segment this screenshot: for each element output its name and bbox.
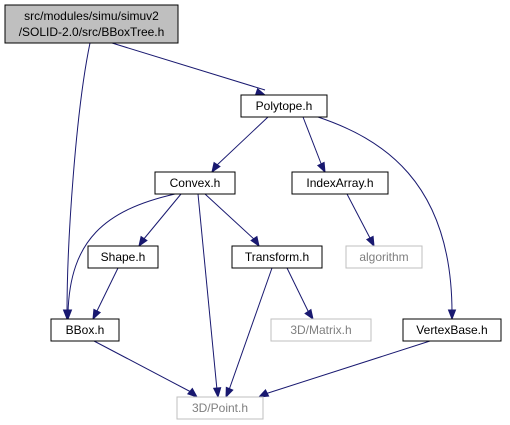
edge-line [215, 116, 269, 167]
edge-convex-to-shape [138, 193, 182, 248]
node-convex-label: Convex.h [170, 176, 221, 190]
edge-arrowhead [186, 387, 199, 398]
node-shape-box [87, 245, 159, 269]
node-polytope-label: Polytope.h [256, 99, 313, 113]
edge-line [93, 340, 192, 393]
node-vertex-base-label: VertexBase.h [416, 323, 487, 337]
edge-polytope-to-index-array [302, 116, 326, 174]
edge-arrowhead [138, 235, 148, 248]
node-point[interactable]: 3D/Point.h [176, 396, 264, 420]
edge-line [286, 267, 310, 314]
node-algorithm[interactable]: algorithm [345, 245, 423, 269]
node-algorithm-label: algorithm [359, 250, 408, 264]
node-convex-box [154, 171, 236, 195]
node-polytope[interactable]: Polytope.h [240, 94, 328, 118]
edge-convex-to-transform [204, 193, 260, 248]
edge-index-array-to-algorithm [346, 193, 375, 248]
node-bbox[interactable]: BBox.h [50, 318, 120, 342]
node-algorithm-box [345, 245, 423, 269]
node-point-label: 3D/Point.h [192, 401, 248, 415]
edge-arrowhead [304, 308, 314, 321]
edge-line [111, 42, 266, 91]
edge-arrowhead [212, 387, 222, 399]
edge-arrowhead [447, 309, 457, 321]
edge-line [197, 193, 218, 391]
node-matrix-label: 3D/Matrix.h [290, 323, 351, 337]
node-transform[interactable]: Transform.h [231, 245, 323, 269]
edge-arrowhead [63, 309, 73, 321]
node-root-label-line2: /SOLID-2.0/src/BBoxTree.h [19, 25, 165, 39]
node-index-array-box [291, 171, 389, 195]
edge-shape-to-bbox [92, 267, 119, 321]
edge-line [142, 193, 182, 241]
edge-arrowhead [257, 388, 270, 398]
node-root[interactable]: src/modules/simu/simuv2 /SOLID-2.0/src/B… [4, 4, 179, 44]
node-transform-box [231, 245, 323, 269]
edge-arrowhead [211, 161, 221, 174]
edge-bbox-to-point [93, 340, 199, 398]
edge-transform-to-point [225, 267, 273, 399]
node-bbox-box [50, 318, 120, 342]
node-root-label-line1: src/modules/simu/simuv2 [24, 9, 159, 23]
node-shape-label: Shape.h [101, 250, 146, 264]
node-transform-label: Transform.h [245, 250, 309, 264]
node-point-box [176, 396, 264, 420]
edges-layer [62, 42, 457, 399]
node-convex[interactable]: Convex.h [154, 171, 236, 195]
edge-line [317, 116, 453, 314]
edge-arrowhead [92, 308, 102, 321]
edge-root-to-polytope [111, 42, 267, 96]
node-vertex-base[interactable]: VertexBase.h [402, 318, 502, 342]
node-matrix-box [270, 318, 372, 342]
edge-line [302, 116, 323, 167]
node-matrix[interactable]: 3D/Matrix.h [270, 318, 372, 342]
edge-arrowhead [365, 235, 375, 248]
edge-arrowhead [225, 386, 234, 399]
edge-convex-to-bbox [63, 193, 176, 321]
edge-vertex-base-to-point [257, 340, 431, 398]
node-shape[interactable]: Shape.h [87, 245, 159, 269]
edge-line [95, 267, 119, 314]
edge-polytope-to-convex [211, 116, 269, 174]
node-root-box [4, 4, 179, 44]
node-vertex-base-box [402, 318, 502, 342]
edge-line [228, 267, 273, 391]
edge-polytope-to-vertex-base [317, 116, 457, 321]
node-polytope-box [240, 94, 328, 118]
edge-line [67, 193, 176, 314]
edge-line [204, 193, 256, 241]
node-bbox-label: BBox.h [66, 323, 105, 337]
node-index-array-label: IndexArray.h [306, 176, 373, 190]
edge-arrowhead [316, 161, 326, 174]
edge-arrowhead [250, 235, 260, 248]
node-index-array[interactable]: IndexArray.h [291, 171, 389, 195]
edge-line [66, 42, 91, 314]
edge-line [264, 340, 431, 395]
edge-convex-to-point [197, 193, 222, 399]
edge-line [346, 193, 372, 241]
edge-transform-to-matrix [286, 267, 314, 321]
edge-root-to-bbox [62, 42, 91, 321]
